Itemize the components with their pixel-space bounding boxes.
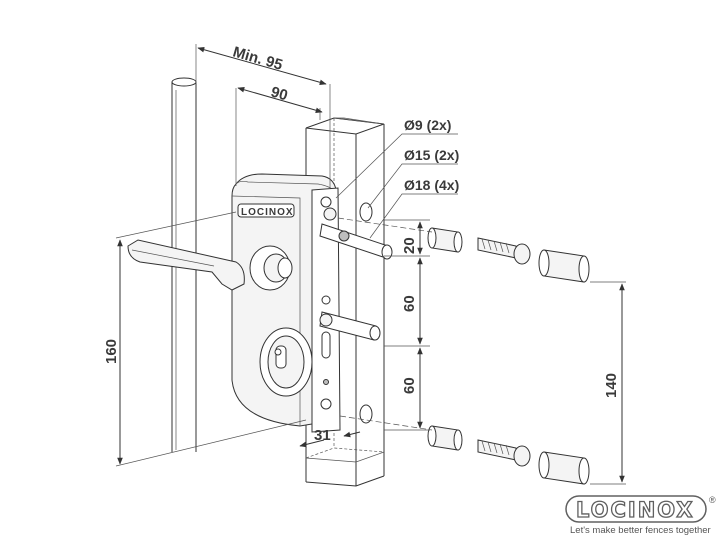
through-bolts (319, 207, 393, 341)
locinox-logo: LOCINOX ® Let's make better fences toget… (565, 495, 716, 536)
dim-total-height: 140 (603, 373, 620, 398)
logo-tagline: Let's make better fences together (570, 525, 711, 536)
dim-offset: 31 (314, 427, 331, 444)
dimension-lines (117, 47, 625, 483)
dim-width: 90 (269, 84, 290, 105)
lock-marking-text: LOCINOX (241, 207, 294, 218)
logo-frame (565, 495, 707, 523)
dim-spacing-low: 60 (401, 377, 418, 394)
dim-spacing-top: 20 (401, 237, 418, 254)
fitting-set-top (427, 227, 590, 283)
dim-spacing-mid: 60 (401, 295, 418, 312)
logo-registered-mark: ® (709, 495, 716, 505)
callout-hole-9: Ø9 (2x) (404, 117, 451, 133)
fitting-set-bottom (427, 425, 590, 485)
lock-cylinder (259, 327, 313, 397)
dim-min-width: Min. 95 (231, 44, 285, 74)
lever-handle (127, 239, 293, 291)
callout-hole-15: Ø15 (2x) (404, 147, 459, 163)
logo-name: LOCINOX (576, 498, 695, 522)
center-lines (337, 217, 433, 431)
extension-lines (115, 44, 626, 485)
dim-height: 160 (103, 339, 120, 364)
callout-leaders (335, 133, 458, 239)
callout-hole-18: Ø18 (4x) (404, 177, 459, 193)
